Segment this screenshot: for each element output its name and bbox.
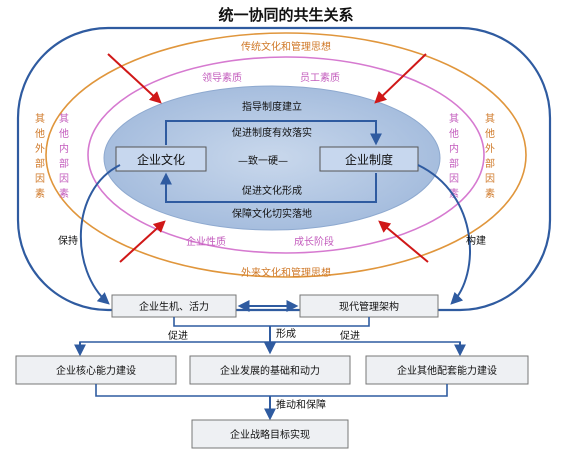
maintain-arrow xyxy=(80,164,121,305)
push-label: 推动和保障 xyxy=(276,398,326,411)
right-outer-factors-label: 其他外部因素 xyxy=(485,113,495,200)
maintain-label: 保持 xyxy=(58,234,78,247)
inner-factor-ring xyxy=(87,56,485,254)
form-culture-label: 促进文化形成 xyxy=(242,184,302,197)
strategic-goal-label: 企业战略目标实现 xyxy=(230,428,310,441)
foundation-box xyxy=(189,355,351,385)
other-capability-box xyxy=(365,355,529,385)
outer-top-label: 传统文化和管理思想 xyxy=(241,40,331,53)
loop-bottom-arrow xyxy=(160,172,377,203)
vitality-box-label: 企业生机、活力 xyxy=(139,300,209,313)
build-label: 构建 xyxy=(466,234,486,247)
unity-label: —致一硬— xyxy=(238,154,288,167)
outer-bottom-label: 外来文化和管理思想 xyxy=(241,266,331,279)
leader-quality-label: 领导素质 xyxy=(202,71,242,84)
foundation-label: 企业发展的基础和动力 xyxy=(220,364,320,377)
promote-right-label: 促进 xyxy=(340,329,360,342)
enterprise-nature-label: 企业性质 xyxy=(186,235,226,248)
guide-system-label: 指导制度建立 xyxy=(242,100,302,113)
implement-system-label: 促进制度有效落实 xyxy=(232,126,312,139)
core-capability-box xyxy=(15,355,177,385)
push-connector xyxy=(95,384,448,397)
other-capability-label: 企业其他配套能力建设 xyxy=(397,364,497,377)
staff-quality-label: 员工素质 xyxy=(300,71,340,84)
form-connector xyxy=(173,317,370,327)
system-box xyxy=(319,146,419,172)
culture-box-label: 企业文化 xyxy=(137,152,185,167)
strategic-goal-box xyxy=(191,419,349,449)
outer-culture-ring xyxy=(45,32,527,278)
red-arrow-bottom-right xyxy=(378,220,429,263)
red-arrow-top-right xyxy=(374,53,427,104)
promote-left-label: 促进 xyxy=(168,329,188,342)
page-title: 统一协同的共生关系 xyxy=(218,6,353,24)
left-outer-factors-label: 其他外部因素 xyxy=(35,113,45,200)
red-arrow-bottom-left xyxy=(119,220,166,263)
management-box-label: 现代管理架构 xyxy=(339,300,399,313)
growth-stage-label: 成长阶段 xyxy=(294,235,334,248)
system-box-label: 企业制度 xyxy=(345,152,393,167)
core-capability-label: 企业核心能力建设 xyxy=(56,364,136,377)
red-arrow-top-left xyxy=(107,53,162,104)
culture-box xyxy=(115,146,207,172)
right-inner-factors-label: 其他内部因素 xyxy=(449,113,459,200)
form-label: 形成 xyxy=(276,328,296,340)
build-arrow xyxy=(417,164,471,305)
left-inner-factors-label: 其他内部因素 xyxy=(59,113,69,200)
loop-top-arrow xyxy=(165,120,382,146)
ensure-culture-label: 保障文化切实落地 xyxy=(232,207,312,220)
